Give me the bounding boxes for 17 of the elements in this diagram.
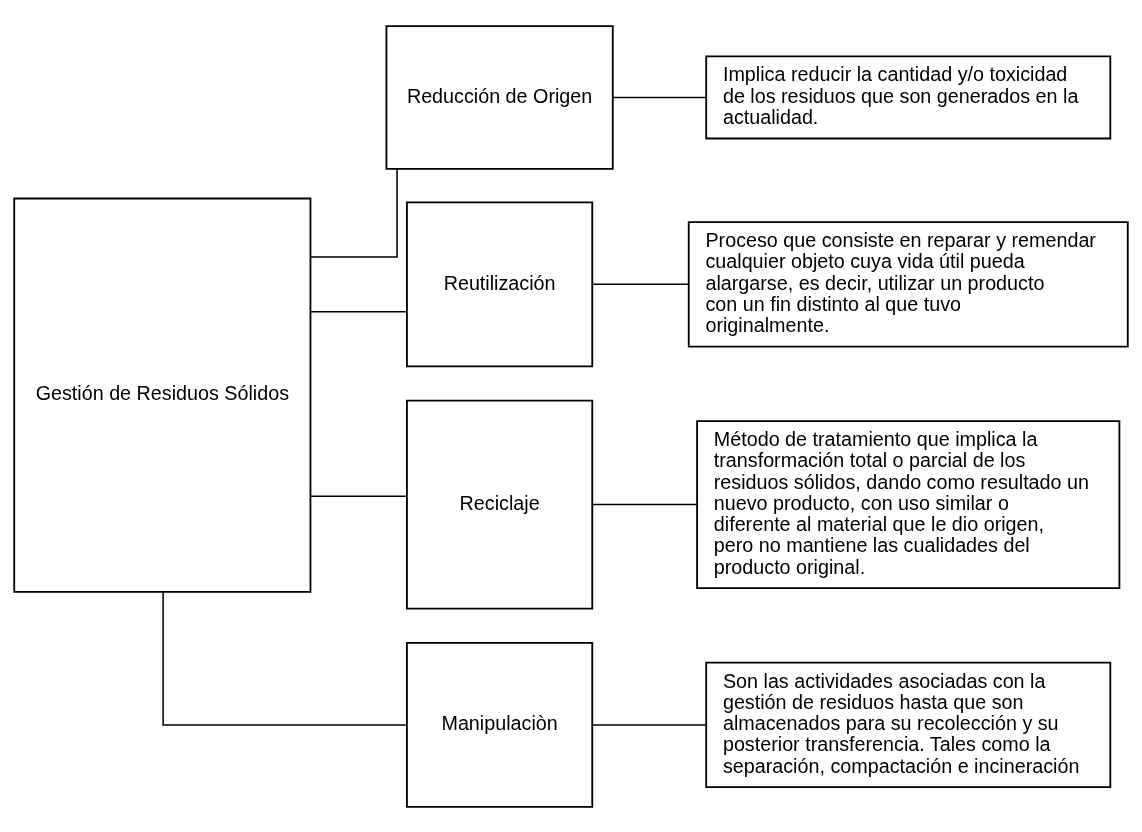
connector [591,503,698,505]
connector [310,310,408,312]
node-box: Implica reducir la cantidad y/o toxicidad de los residuos que son generados en la actualidad. [705,55,1112,139]
node-box: Proceso que consiste en reparar y remendar cualquier objeto cuya vida útil pueda alargarse, es decir, utilizar un producto con un fin distinto al que tuvo originalmente. [687,220,1129,348]
node-box: Manipulaciòn [406,641,594,808]
connector [612,96,707,98]
connector [591,283,690,285]
connector [310,495,408,497]
connector [591,723,707,726]
node-box: Reutilización [406,200,594,367]
node-box: Reducción de Origen [385,24,614,170]
node-box: Son las actividades asociadas con la gestión de residuos hasta que son almacenados para su recolección y su posterior transferencia. Tales como la separación, compactación e incineración [705,661,1112,788]
node-box: Reciclaje [406,399,594,610]
connector [310,168,398,258]
node-box: Método de tratamiento que implica la transformación total o parcial de los residuos sólidos, dando como resultado un nuevo producto, con uso similar o diferente al material que le dio origen, pero no mantiene las cualidades del producto original. [696,419,1121,589]
node-box: Gestión de Residuos Sólidos [13,197,312,593]
connector [162,591,408,726]
